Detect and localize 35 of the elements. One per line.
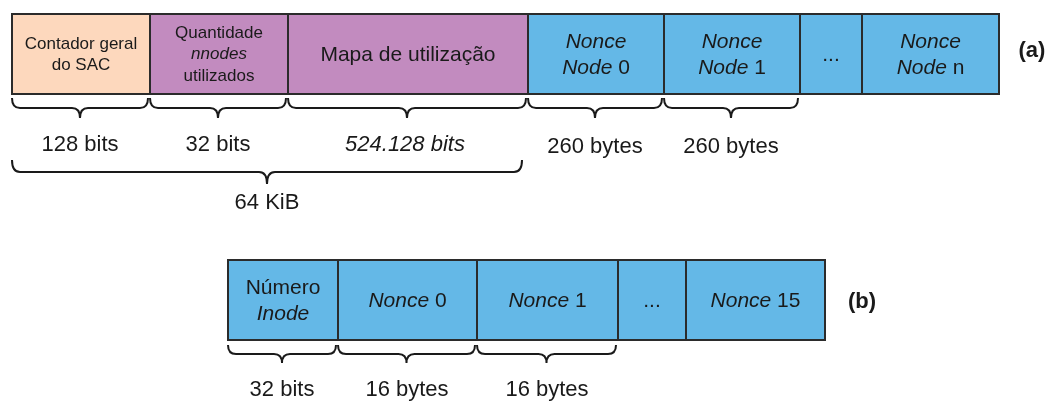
field-label: Nonce Node 1 xyxy=(697,27,767,80)
size-label: 16 bytes xyxy=(364,375,450,401)
panel-label: (a) xyxy=(1017,36,1047,64)
field-label: ... xyxy=(643,286,661,313)
nonce-field xyxy=(476,259,619,341)
field-label: Mapa de utilização xyxy=(320,40,496,67)
count-field xyxy=(149,13,289,95)
size-label: 128 bits xyxy=(40,130,120,158)
size-label: 64 KiB xyxy=(233,188,301,216)
size-label: 32 bits xyxy=(248,375,316,401)
nonce-field xyxy=(337,259,478,341)
nonce-field xyxy=(685,259,826,341)
field-label: Contador geral do SAC xyxy=(23,32,139,76)
panel-label: (b) xyxy=(846,287,878,315)
field-label: Nonce 0 xyxy=(368,286,447,313)
size-label: 32 bits xyxy=(184,130,252,158)
size-label: 260 bytes xyxy=(682,132,780,160)
counter-field xyxy=(11,13,151,95)
nonce-field xyxy=(861,13,1000,95)
nonce-field xyxy=(663,13,801,95)
inode-number-field xyxy=(227,259,339,341)
usage-map-field xyxy=(287,13,529,95)
ellipsis-field xyxy=(617,259,687,341)
field-label: Nonce Node 0 xyxy=(561,27,631,80)
field-label: Quantidade nnodes utilizados xyxy=(174,22,264,86)
field-label: Nonce 15 xyxy=(710,286,801,313)
field-label: Nonce Node n xyxy=(895,27,966,80)
size-label: 524.128 bits xyxy=(344,130,466,158)
ellipsis-field xyxy=(799,13,863,95)
field-label: Número Inode xyxy=(244,273,322,326)
nonce-field xyxy=(527,13,665,95)
size-label: 260 bytes xyxy=(546,132,644,160)
field-label: ... xyxy=(822,40,840,67)
size-label: 16 bytes xyxy=(504,375,590,401)
field-label: Nonce 1 xyxy=(508,286,587,313)
